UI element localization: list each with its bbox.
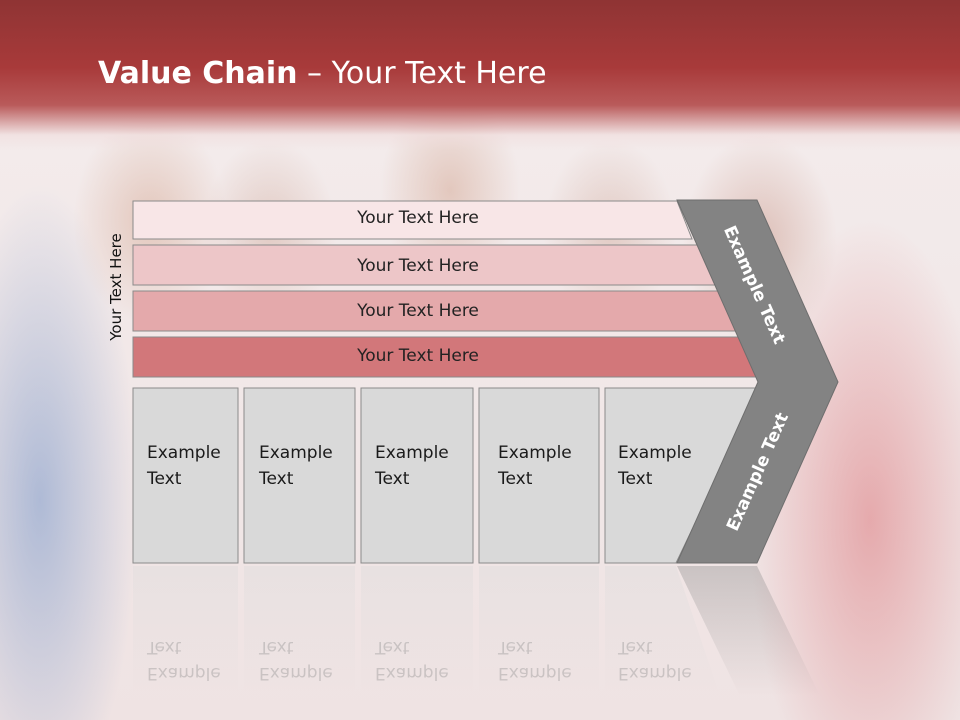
title-bar bbox=[0, 0, 960, 150]
slide-title: Value Chain – Your Text Here bbox=[98, 56, 547, 91]
activity-box-2 bbox=[243, 387, 356, 564]
activity-box-3 bbox=[360, 387, 474, 564]
row-label-4: Your Text Here bbox=[357, 346, 479, 366]
margin-chevron bbox=[676, 199, 839, 564]
side-label: Your Text Here bbox=[107, 233, 125, 341]
activity-box-1 bbox=[132, 387, 239, 564]
reflection-box-5 bbox=[605, 566, 720, 696]
row-band-1 bbox=[132, 200, 693, 240]
reflection-box-1 bbox=[133, 566, 238, 696]
reflection-box-2 bbox=[244, 566, 355, 696]
activity-box-5 bbox=[604, 387, 761, 564]
row-label-1: Your Text Here bbox=[357, 208, 479, 228]
row-label-3: Your Text Here bbox=[357, 301, 479, 321]
activity-box-4 bbox=[478, 387, 600, 564]
reflection-chevron bbox=[677, 566, 820, 696]
reflection-box-3 bbox=[361, 566, 473, 696]
reflection-box-4 bbox=[479, 566, 599, 696]
row-label-2: Your Text Here bbox=[357, 256, 479, 276]
